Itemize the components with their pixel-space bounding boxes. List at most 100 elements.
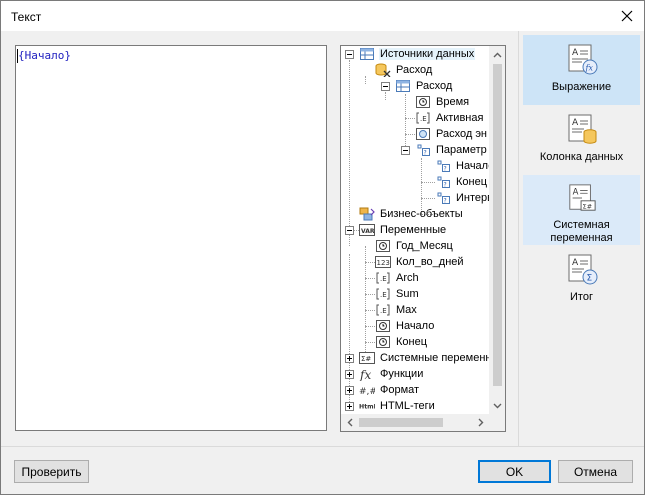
tree-item-arch[interactable]: .E Arch [375,270,420,286]
variables-icon: VAR [359,223,375,237]
scroll-down-button[interactable] [489,397,505,414]
chevron-right-icon [478,418,483,427]
tree-item-system-variables[interactable]: Σ# Системные переменн [359,351,489,365]
svg-text:A: A [572,186,578,196]
expression-icon: .E [375,287,391,301]
tree-item-active[interactable]: .E Активная [415,110,484,126]
tree-item-var-end[interactable]: Конец [375,334,428,350]
svg-text:?: ? [424,150,427,157]
text-caret [17,49,18,63]
html-icon: Html [359,399,375,413]
parameter-icon: ? [415,143,431,157]
number-icon: 123 [375,255,391,269]
tree-item-parameters[interactable]: ? Параметр [415,142,488,158]
expand-icon[interactable] [345,370,354,379]
tree-item-functions[interactable]: fx Функции [359,367,424,381]
svg-text:A: A [572,48,579,58]
dialog-title: Текст [11,10,42,24]
mode-data-column-button[interactable]: A Колонка данных [523,105,640,175]
collapse-icon[interactable] [381,82,390,91]
chevron-down-icon [493,403,502,408]
close-button[interactable] [616,5,638,27]
database-icon [375,63,391,77]
clock-icon [375,239,391,253]
svg-text:fx: fx [359,368,371,381]
tree-item-sum[interactable]: .E Sum [375,286,420,302]
svg-text:A: A [572,118,579,128]
system-variable-icon: Σ# [359,351,375,365]
tree-item-param-start[interactable]: ? Начало [435,158,489,174]
scrollbar-corner [489,414,505,431]
expand-icon[interactable] [345,354,354,363]
title-bar: Текст [1,1,644,31]
expression-text: {Начало} [18,49,71,62]
svg-text:VAR: VAR [361,228,375,235]
svg-text:123: 123 [377,259,390,267]
tree-item-var-start[interactable]: Начало [375,318,435,334]
tree-item-time[interactable]: Время [415,94,470,110]
tree-item-days-count[interactable]: 123 Кол_во_дней [375,255,464,269]
tree-item-variables[interactable]: VAR Переменные [359,223,447,237]
svg-text:fx: fx [584,64,593,73]
tree-item-data-sources[interactable]: Источники данных [359,46,476,62]
close-icon [621,10,633,22]
tree-item-year-month[interactable]: Год_Месяц [375,238,454,254]
clock-icon [375,335,391,349]
scroll-thumb[interactable] [359,418,443,427]
expression-icon: .E [375,303,391,317]
scroll-up-button[interactable] [489,46,505,63]
system-variable-mode-icon: A Σ# [568,184,596,211]
collapse-icon[interactable] [345,50,354,59]
expression-mode-icon: Afx [568,44,597,75]
tree-item-rashod-table[interactable]: Расход [395,78,453,94]
tree-item-rashod-db[interactable]: Расход [375,62,433,78]
business-objects-icon [359,207,375,221]
panel-divider [518,31,519,446]
expression-editor[interactable]: {Начало} [15,45,327,431]
tree-viewport: Источники данных Расход Расход Время .E … [341,46,489,414]
tree-item-max[interactable]: .E Max [375,302,418,318]
data-tree[interactable]: Источники данных Расход Расход Время .E … [340,45,506,432]
svg-text:.E: .E [380,307,387,315]
ok-button[interactable]: OK [478,460,551,483]
column-icon [415,127,431,141]
check-button[interactable]: Проверить [14,460,89,483]
svg-text:?: ? [444,198,447,205]
tree-horizontal-scrollbar[interactable] [341,414,489,431]
expand-icon[interactable] [345,386,354,395]
expand-icon[interactable] [345,402,354,411]
collapse-icon[interactable] [401,146,410,155]
tree-item-business-objects[interactable]: Бизнес-объекты [359,206,464,222]
tree-item-format[interactable]: #,# Формат [359,384,420,396]
tree-item-rashod-en[interactable]: Расход эн [415,126,488,142]
svg-text:Σ#: Σ# [582,202,592,210]
datasource-icon [359,47,375,61]
tree-item-param-interval[interactable]: ? Интерв [435,190,489,206]
table-icon [395,79,411,93]
expression-icon: .E [415,111,431,125]
tree-vertical-scrollbar[interactable] [489,46,505,414]
scroll-left-button[interactable] [341,414,358,431]
svg-text:Html: Html [359,404,375,411]
svg-text:?: ? [444,166,447,173]
expression-icon: .E [375,271,391,285]
tree-item-param-end[interactable]: ? Конец [435,174,488,190]
parameter-icon: ? [435,175,451,189]
tree-item-html-tags[interactable]: Html HTML-теги [359,399,435,413]
chevron-up-icon [493,52,502,57]
svg-text:Σ#: Σ# [361,355,371,363]
scroll-thumb[interactable] [493,64,502,386]
chevron-left-icon [347,418,352,427]
parameter-icon: ? [435,159,451,173]
cancel-button[interactable]: Отмена [558,460,633,483]
svg-text:A: A [572,258,579,268]
svg-text:.E: .E [380,275,387,283]
scroll-right-button[interactable] [472,414,489,431]
collapse-icon[interactable] [345,226,354,235]
function-icon: fx [359,367,375,381]
parameter-icon: ? [435,191,451,205]
